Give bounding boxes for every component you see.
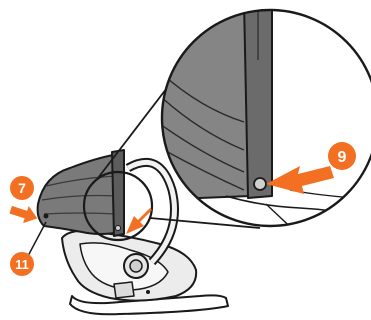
callout-label-9: 9 xyxy=(338,149,347,166)
canopy-frame xyxy=(112,150,124,236)
canopy-pivot-button xyxy=(254,178,266,190)
arrow-callout-7 xyxy=(8,201,40,227)
callout-label-7: 7 xyxy=(18,180,26,196)
callout-badge-11: 11 xyxy=(10,222,46,276)
callout-badge-7: 7 xyxy=(10,176,34,200)
seat-latch xyxy=(114,282,134,298)
detail-circle-large xyxy=(150,0,371,236)
callout-label-11: 11 xyxy=(15,257,29,272)
callout-badge-9: 9 xyxy=(328,142,356,170)
canopy-pivot-small xyxy=(116,226,121,231)
canopy-small xyxy=(38,150,124,236)
